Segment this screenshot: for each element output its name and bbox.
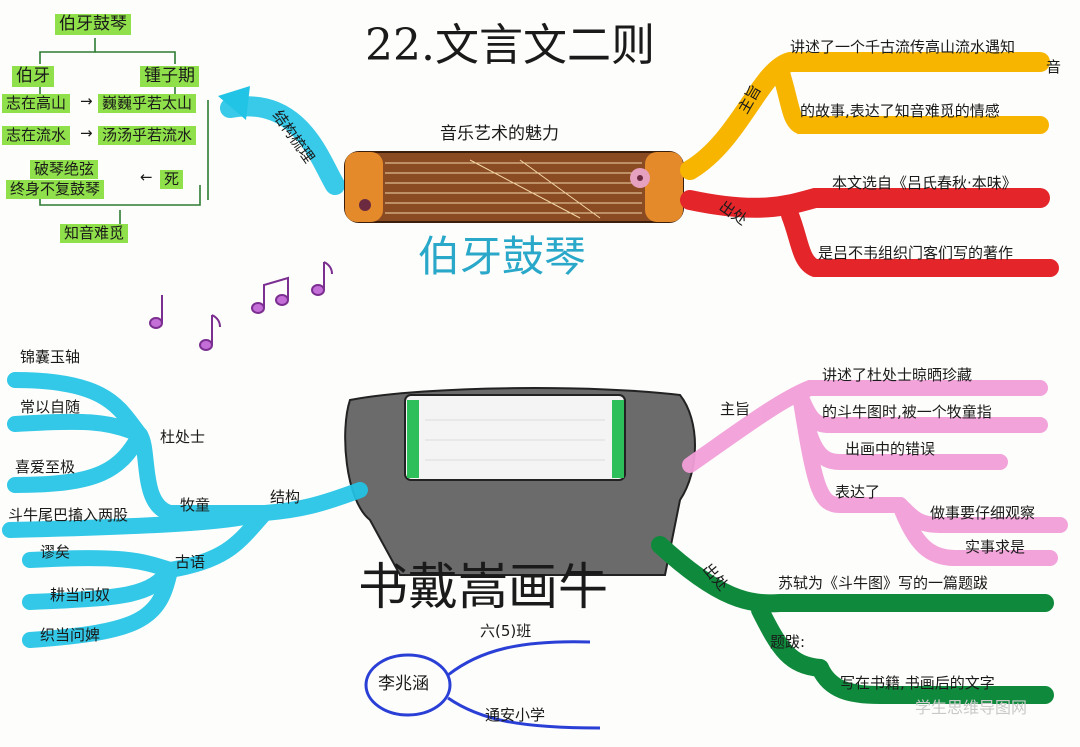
author-school: 通安小学 <box>485 706 546 724</box>
page-title: 22.文言文二则 <box>365 20 655 71</box>
story2-theme-line-3: 出画中的错误 <box>845 440 936 458</box>
outline-row2-arrow: → <box>80 124 93 142</box>
outline-bottom: 知音难觅 <box>60 224 129 243</box>
story2-theme-line-2: 的斗牛图时,被一个牧童指 <box>822 403 992 421</box>
story2-du-item-1: 锦囊玉轴 <box>20 348 81 366</box>
outline-row3-arrow: ← <box>140 168 153 186</box>
music-notes <box>149 261 333 351</box>
story2-structure-label: 结构 <box>270 488 301 506</box>
outline-right-head: 锺子期 <box>140 66 199 87</box>
story2-theme-sub-1: 做事要仔细观察 <box>930 504 1036 522</box>
outline-row1-left: 志在高山 <box>2 94 71 113</box>
story2-proverb-item-1: 谬矣 <box>40 543 71 561</box>
story2-theme-sub-2: 实事求是 <box>965 538 1026 556</box>
guzheng-illustration <box>344 151 684 223</box>
outline-root: 伯牙鼓琴 <box>55 14 131 35</box>
author-bubble <box>364 640 601 730</box>
story2-source-line: 苏轼为《斗牛图》写的一篇题跋 <box>778 574 989 592</box>
outline-branch-arrowhead <box>218 86 250 120</box>
outline-row2-right: 汤汤乎若流水 <box>98 126 197 145</box>
outline-row3-left-b: 终身不复鼓琴 <box>6 180 105 199</box>
outline-row1-right: 巍巍乎若太山 <box>98 94 197 113</box>
story2-name: 书戴嵩画牛 <box>358 558 608 616</box>
story2-du-item-2: 常以自随 <box>20 398 81 416</box>
story2-structure-branch <box>2 372 368 648</box>
outline-branch <box>220 96 345 195</box>
story2-du-item-3: 喜爱至极 <box>15 458 76 476</box>
story1-theme-branch <box>680 52 1050 180</box>
author-class: 六(5)班 <box>480 622 532 640</box>
story1-source-branch <box>680 188 1059 277</box>
story1-image-caption: 音乐艺术的魅力 <box>440 124 559 144</box>
story2-theme-line-1: 讲述了杜处士晾晒珍藏 <box>822 366 973 384</box>
story1-theme-line2: 的故事,表达了知音难觅的情感 <box>800 102 1000 120</box>
author-name: 李兆涵 <box>378 674 429 694</box>
story2-proverb-item-3: 织当问婢 <box>40 626 101 644</box>
story2-theme-branch <box>682 380 1068 566</box>
story1-source-line2: 是吕不韦组织门客们写的著作 <box>818 244 1014 262</box>
outline-left-head: 伯牙 <box>12 66 54 87</box>
story1-theme-line1a: 讲述了一个千古流传高山流水遇知 <box>790 38 1016 56</box>
story2-du-label: 杜处士 <box>160 428 206 446</box>
story2-theme-label: 主旨 <box>720 400 751 418</box>
watermark: 学生思维导图网 <box>915 698 1028 717</box>
story2-theme-line-4: 表达了 <box>835 483 881 501</box>
story2-proverb-label: 古语 <box>175 553 206 571</box>
outline-row1-arrow: → <box>80 92 93 110</box>
story2-source-branch <box>651 536 1054 704</box>
story1-source-line1: 本文选自《吕氏春秋·本味》 <box>832 174 1017 192</box>
outline-row2-left: 志在流水 <box>2 126 71 145</box>
story2-boy-item: 斗牛尾巴搐入两股 <box>8 506 129 524</box>
story1-name: 伯牙鼓琴 <box>418 232 587 281</box>
outline-row3-right: 死 <box>160 170 184 189</box>
inkstone-illustration <box>344 387 696 576</box>
story2-proverb-item-2: 耕当问奴 <box>50 586 111 604</box>
story2-tiba-label: 题跋: <box>770 633 806 651</box>
outline-row3-left-a: 破琴绝弦 <box>30 160 99 179</box>
story2-tiba-line: 写在书籍,书画后的文字 <box>840 674 995 692</box>
story1-theme-line1b: 音 <box>1046 58 1062 76</box>
story2-boy-label: 牧童 <box>180 496 211 514</box>
